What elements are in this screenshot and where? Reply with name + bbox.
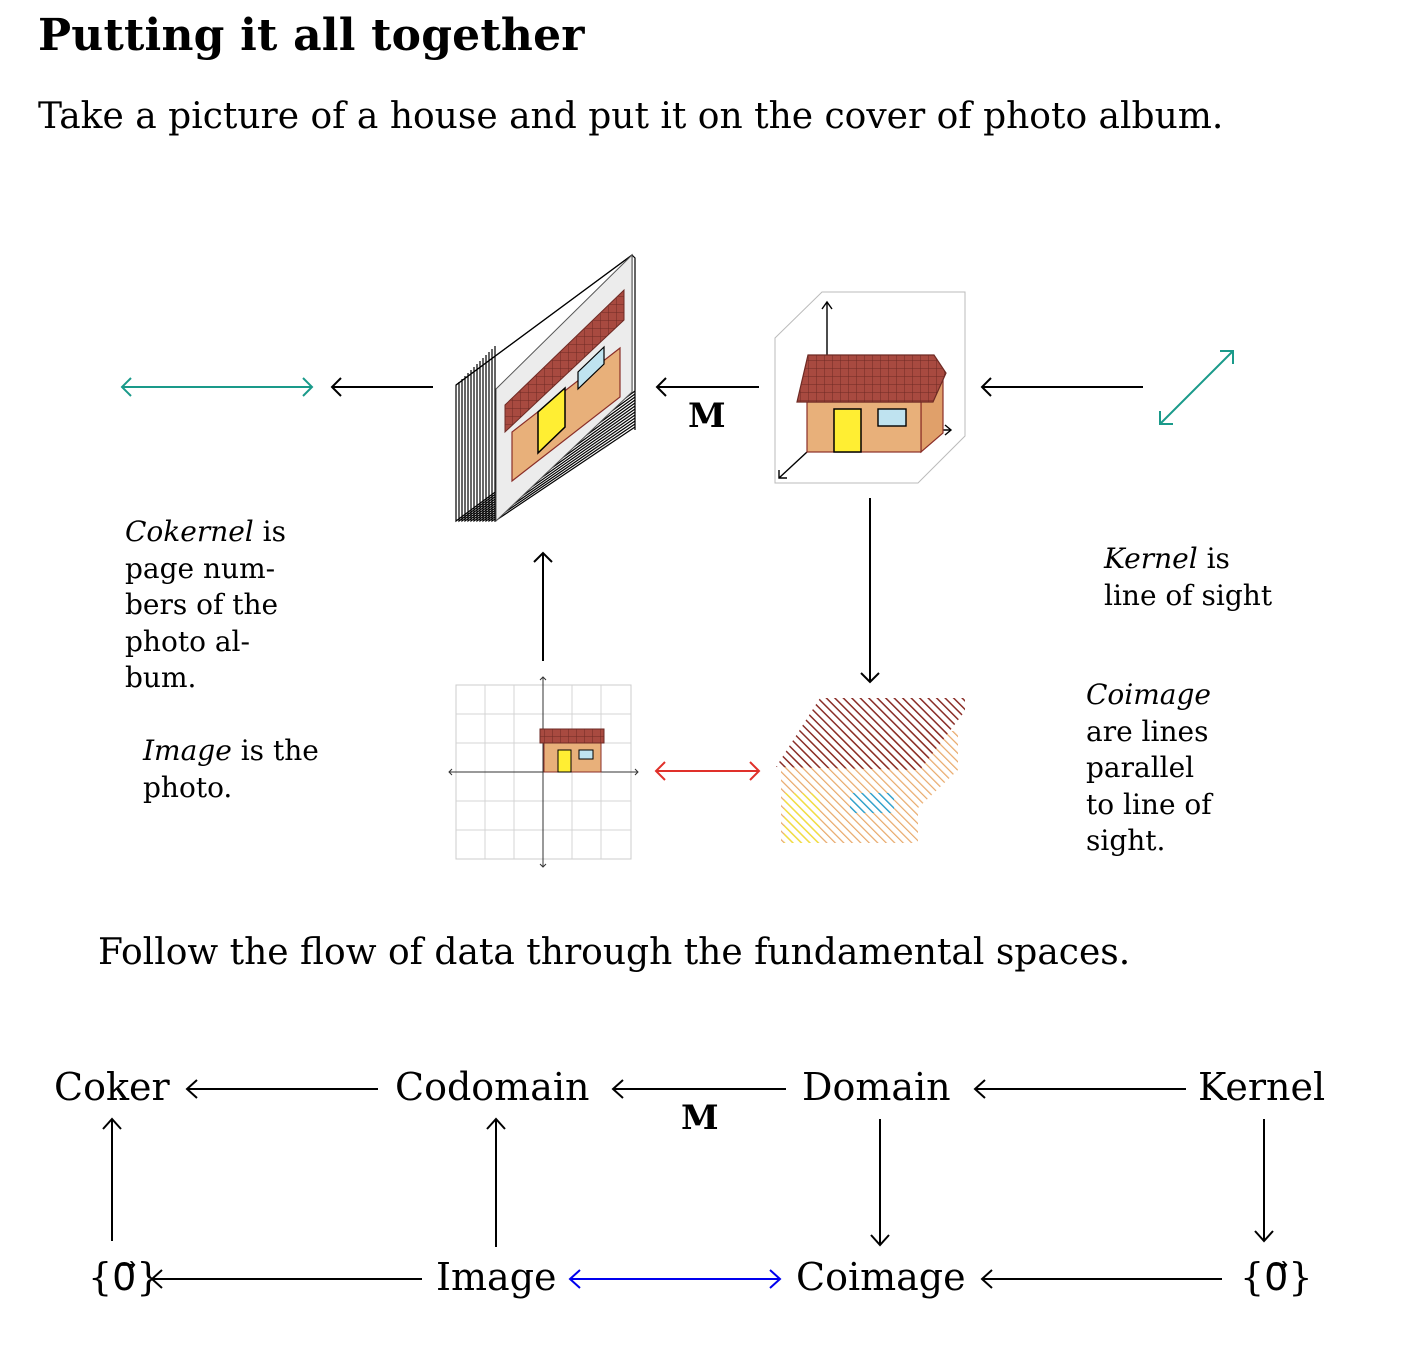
album-to-cokernel-arrow xyxy=(330,377,433,397)
photo-album-icon xyxy=(455,253,636,523)
image-note: Image is the photo. xyxy=(143,733,343,806)
image-coimage-double-arrow xyxy=(654,761,761,781)
house-to-coimage-arrow xyxy=(860,498,880,684)
domain-to-coimage-arrow xyxy=(870,1119,890,1247)
coimage-note-line: sight. xyxy=(1086,824,1166,857)
image-term: Image xyxy=(143,734,232,767)
zero-to-coimage-arrow xyxy=(980,1269,1222,1289)
image-note-line: photo. xyxy=(143,770,233,804)
coimage-note: Coimage are lines parallel to line of si… xyxy=(1086,677,1276,860)
kernel-to-domain-arrow xyxy=(973,1079,1186,1099)
slide-title: Putting it all together xyxy=(38,10,585,61)
cokernel-note-line: bum. xyxy=(125,661,197,694)
coimage-note-line: parallel xyxy=(1086,751,1195,784)
slide-subtitle: Take a picture of a house and put it on … xyxy=(38,96,1224,137)
flow-node-domain: Domain xyxy=(802,1065,951,1109)
coimage-house-icon xyxy=(776,698,965,843)
coimage-note-line: to line of xyxy=(1086,787,1212,821)
cokernel-note-line: is xyxy=(253,515,286,548)
kernel-note-line: line of sight xyxy=(1104,578,1273,612)
flow-node-coimage: Coimage xyxy=(796,1255,966,1299)
flow-node-kernel: Kernel xyxy=(1198,1065,1326,1109)
coimage-note-line: are lines xyxy=(1086,714,1209,748)
line-of-sight-to-house-arrow xyxy=(980,377,1143,397)
kernel-note-line: is xyxy=(1197,542,1230,575)
illustration-map-label: M xyxy=(688,396,726,436)
zero-to-coker-arrow xyxy=(102,1117,122,1241)
image-to-zero-arrow xyxy=(150,1269,422,1289)
flow-node-coker: Coker xyxy=(54,1065,170,1109)
image-grid-icon xyxy=(448,676,639,868)
domain-to-codomain-arrow xyxy=(611,1079,786,1099)
flow-node-zero-left: {0⃗} xyxy=(88,1255,161,1299)
flow-node-image: Image xyxy=(436,1255,557,1299)
image-to-codomain-arrow xyxy=(486,1117,506,1247)
flow-node-codomain: Codomain xyxy=(395,1065,590,1109)
house-to-album-arrow xyxy=(655,377,759,397)
flow-map-label: M xyxy=(681,1098,719,1138)
cokernel-note-line: page num- xyxy=(125,551,276,585)
cokernel-note: Cokernel is page num- bers of the photo … xyxy=(125,514,315,697)
kernel-term: Kernel xyxy=(1104,542,1198,575)
coimage-term: Coimage xyxy=(1086,678,1211,711)
flow-caption: Follow the flow of data through the fund… xyxy=(98,932,1131,973)
kernel-double-arrow xyxy=(1159,350,1234,425)
cokernel-term: Cokernel xyxy=(125,515,254,548)
cokernel-double-arrow xyxy=(120,377,314,397)
cokernel-note-line: bers of the xyxy=(125,588,279,621)
flow-node-zero-right: {0⃗} xyxy=(1240,1255,1313,1299)
kernel-to-zero-arrow xyxy=(1254,1119,1274,1243)
house-3d-icon xyxy=(774,291,966,484)
kernel-note: Kernel is line of sight xyxy=(1104,541,1334,614)
image-to-album-arrow xyxy=(533,551,553,661)
codomain-to-coker-arrow xyxy=(185,1079,378,1099)
cokernel-note-line: photo al- xyxy=(125,624,250,658)
image-note-line: is the xyxy=(231,734,319,767)
image-coimage-bidirectional-arrow xyxy=(568,1269,782,1289)
